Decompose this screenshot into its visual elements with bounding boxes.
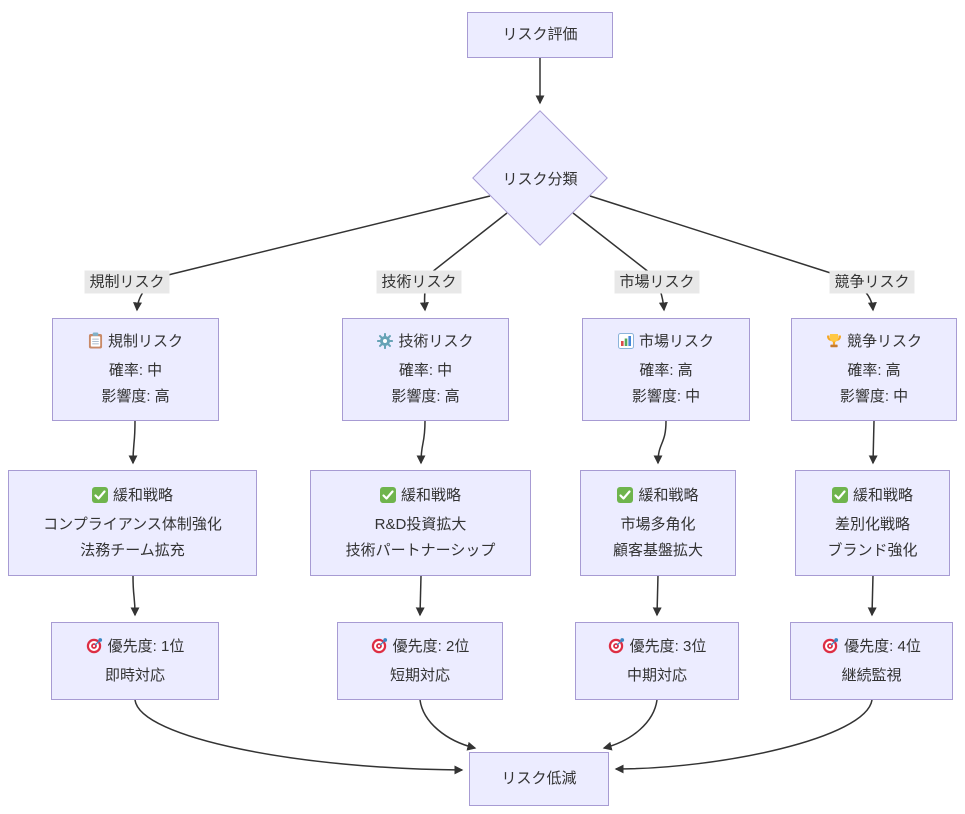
- priority-action: 中期対応: [626, 666, 687, 684]
- bar-chart-icon: [617, 332, 634, 358]
- target-icon: [371, 637, 388, 663]
- check-icon: [379, 486, 396, 512]
- mitigation-title: 緩和戦略: [112, 486, 173, 504]
- edge-label-competition: 競争リスク: [829, 270, 915, 294]
- mitigation-line2: ブランド強化: [827, 541, 918, 559]
- edge-priority1-to-sink: [134, 699, 464, 775]
- mitigation-line2: 法務チーム拡充: [80, 541, 185, 559]
- priority-action: 短期対応: [389, 666, 450, 684]
- mitigation-line2: 技術パートナーシップ: [345, 541, 496, 559]
- risk-impact: 影響度: 高: [101, 388, 170, 405]
- node-priority-technology: 優先度: 2位 短期対応: [337, 622, 503, 700]
- edge-mitigation3-to-priority3: [652, 574, 662, 617]
- mitigation-title: 緩和戦略: [852, 486, 913, 504]
- clipboard-icon: [88, 332, 103, 358]
- node-risk-assessment: リスク評価: [467, 12, 613, 58]
- edge-mitigation4-to-priority4: [867, 574, 877, 617]
- risk-probability: 確率: 高: [639, 362, 693, 379]
- priority-title: 優先度: 2位: [392, 637, 470, 655]
- priority-action: 継続監視: [841, 666, 902, 684]
- edge-mitigation2-to-priority2: [415, 575, 425, 617]
- node-priority-competition: 優先度: 4位 継続監視: [790, 622, 953, 700]
- priority-action: 即時対応: [104, 666, 165, 684]
- node-label: リスク分類: [502, 170, 578, 188]
- mitigation-line1: R&D投資拡大: [374, 515, 467, 533]
- risk-title: 規制リスク: [107, 333, 183, 350]
- edge-mitigation1-to-priority1: [130, 575, 140, 617]
- node-label: リスク低減: [501, 770, 577, 787]
- edge-risk3-to-mitigation3: [653, 420, 667, 465]
- priority-title: 優先度: 3位: [629, 637, 707, 655]
- edge-priority3-to-sink: [602, 699, 658, 751]
- check-icon: [91, 486, 108, 512]
- risk-impact: 影響度: 中: [631, 388, 701, 405]
- mitigation-title: 緩和戦略: [400, 486, 461, 504]
- mitigation-line1: 市場多角化: [620, 515, 696, 533]
- node-technology-risk: 技術リスク 確率: 中 影響度: 高: [342, 318, 509, 421]
- risk-probability: 確率: 中: [108, 362, 163, 379]
- mitigation-line2: 顧客基盤拡大: [612, 541, 703, 559]
- check-icon: [617, 486, 634, 512]
- target-icon: [608, 637, 625, 663]
- risk-title: 技術リスク: [398, 333, 474, 350]
- risk-probability: 確率: 中: [398, 362, 453, 379]
- gear-icon: [377, 332, 394, 358]
- node-mitigation-technology: 緩和戦略 R&D投資拡大 技術パートナーシップ: [310, 470, 531, 576]
- edge-priority4-to-sink: [614, 699, 873, 774]
- edge-label-market: 市場リスク: [614, 270, 700, 294]
- node-competition-risk: 競争リスク 確率: 高 影響度: 中: [791, 318, 957, 421]
- node-regulatory-risk: 規制リスク 確率: 中 影響度: 高: [52, 318, 219, 421]
- node-mitigation-market: 緩和戦略 市場多角化 顧客基盤拡大: [580, 470, 736, 576]
- priority-title: 優先度: 1位: [107, 637, 185, 655]
- edge-priority2-to-sink: [419, 699, 477, 751]
- node-priority-regulatory: 優先度: 1位 即時対応: [51, 622, 219, 700]
- risk-probability: 確率: 高: [847, 362, 901, 379]
- mitigation-line1: コンプライアンス体制強化: [43, 515, 222, 533]
- edge-label-regulatory: 規制リスク: [84, 270, 170, 294]
- edge-label-technology: 技術リスク: [376, 270, 462, 294]
- node-risk-classification: リスク分類: [472, 110, 608, 246]
- risk-title: 市場リスク: [638, 333, 714, 350]
- node-market-risk: 市場リスク 確率: 高 影響度: 中: [582, 318, 750, 421]
- node-mitigation-competition: 緩和戦略 差別化戦略 ブランド強化: [795, 470, 950, 576]
- node-mitigation-regulatory: 緩和戦略 コンプライアンス体制強化 法務チーム拡充: [8, 470, 257, 576]
- edge-risk1-to-mitigation1: [128, 420, 138, 465]
- edge-risk4-to-mitigation4: [868, 420, 878, 465]
- target-icon: [822, 637, 839, 663]
- priority-title: 優先度: 4位: [844, 637, 921, 655]
- mitigation-title: 緩和戦略: [638, 486, 699, 504]
- trophy-icon: [826, 332, 842, 358]
- edge-risk2-to-mitigation2: [416, 420, 426, 465]
- node-priority-market: 優先度: 3位 中期対応: [575, 622, 739, 700]
- risk-impact: 影響度: 高: [391, 388, 460, 405]
- node-risk-reduction: リスク低減: [469, 752, 609, 806]
- mitigation-line1: 差別化戦略: [834, 515, 910, 533]
- target-icon: [86, 637, 103, 663]
- risk-title: 競争リスク: [846, 333, 922, 350]
- node-label: リスク評価: [502, 26, 578, 43]
- check-icon: [831, 486, 848, 512]
- risk-impact: 影響度: 中: [839, 388, 909, 405]
